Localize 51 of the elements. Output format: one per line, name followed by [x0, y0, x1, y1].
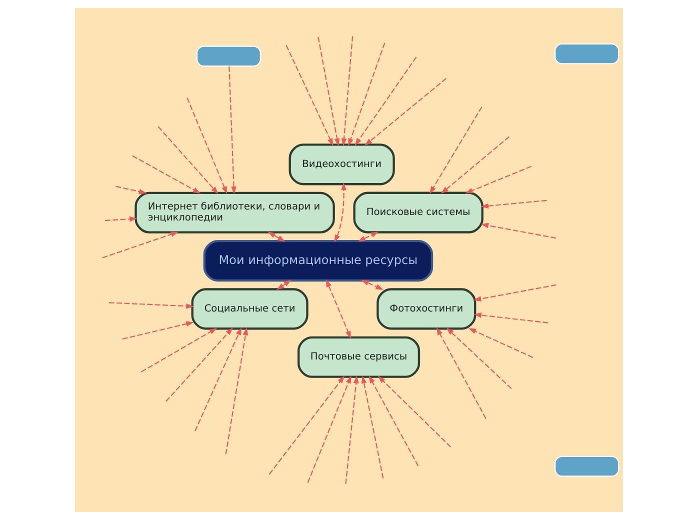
arrow: [354, 56, 416, 146]
arrow: [360, 376, 384, 478]
arrow: [357, 232, 378, 242]
node-box: Мои информационные ресурсы: [202, 240, 433, 282]
arrow: [480, 222, 556, 239]
arrow: [102, 232, 178, 258]
arrow: [334, 182, 346, 242]
node-box: Социальные сети: [190, 288, 308, 330]
arrow: [132, 155, 200, 194]
node-box: Интернет библиотеки, словари и энциклопедии: [134, 192, 334, 234]
arrow: [104, 216, 137, 222]
arrow: [317, 36, 340, 146]
arrow: [368, 375, 418, 466]
arrow: [306, 376, 351, 483]
node-box: Видеохостинги: [288, 144, 394, 186]
node-box: Фотохостинги: [376, 288, 476, 330]
arrow: [468, 328, 533, 358]
arrow: [165, 328, 232, 402]
arrow: [285, 45, 333, 146]
arrow: [157, 126, 218, 194]
node-box: [554, 456, 619, 477]
arrow: [464, 166, 532, 194]
arrow: [436, 327, 486, 419]
arrow: [228, 66, 236, 194]
node-box: [554, 43, 619, 64]
node-box: [196, 46, 261, 67]
arrow: [108, 302, 194, 309]
arrow: [340, 36, 353, 146]
arrow: [140, 328, 217, 372]
arrow: [325, 279, 351, 339]
arrow: [377, 376, 451, 448]
arrow: [268, 376, 344, 475]
arrow: [276, 280, 291, 290]
arrow: [429, 106, 482, 194]
arrow: [115, 186, 146, 194]
arrow: [194, 327, 242, 432]
arrow: [364, 78, 446, 146]
arrow: [224, 327, 248, 454]
arrow: [267, 232, 285, 242]
arrow: [122, 321, 194, 340]
arrow: [360, 280, 383, 290]
arrow: [348, 42, 385, 146]
node-box: Почтовые сервисы: [297, 336, 420, 378]
arrow: [480, 200, 546, 209]
arrow: [473, 312, 548, 324]
arrow: [186, 98, 227, 194]
arrow: [473, 284, 556, 302]
node-box: Поисковые системы: [352, 192, 483, 234]
arrow: [440, 136, 510, 194]
arrow: [344, 376, 358, 484]
arrow: [446, 328, 512, 389]
